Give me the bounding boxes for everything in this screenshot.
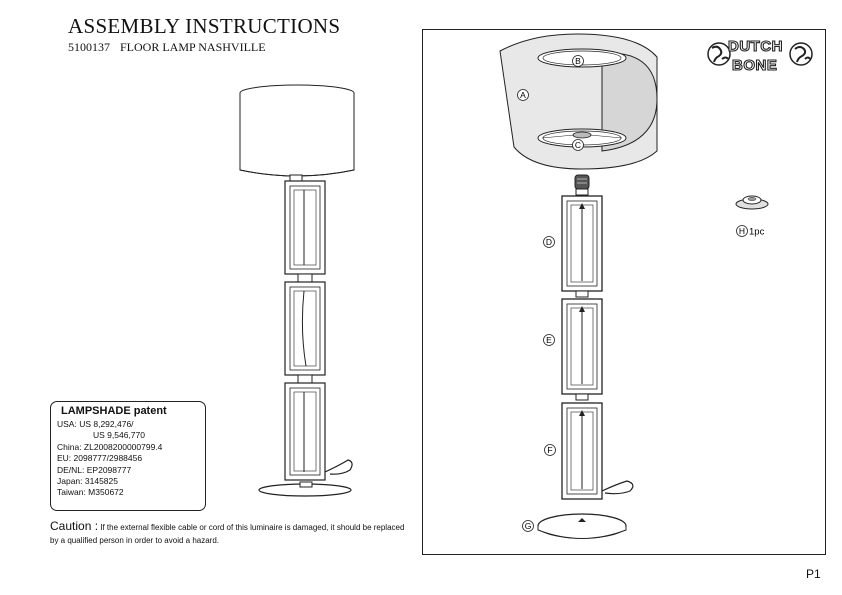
product-code: 5100137 — [68, 40, 110, 54]
frame-part-e — [561, 298, 603, 401]
lampshade-part — [499, 33, 658, 170]
svg-text:E: E — [546, 335, 552, 345]
brand-logo: DUTCH BONE — [707, 37, 813, 75]
product-name: FLOOR LAMP NASHVILLE — [120, 40, 266, 54]
part-label-a: A — [517, 89, 529, 101]
patent-line: USA: US 8,292,476/ — [57, 419, 134, 429]
caution-text: If the external flexible cable or cord o… — [50, 523, 405, 545]
page-number: P1 — [806, 567, 821, 581]
svg-text:B: B — [575, 56, 581, 66]
part-label-h: H 1pc — [736, 225, 765, 238]
patent-box: LAMPSHADE patent USA: US 8,292,476/ US 9… — [50, 401, 206, 511]
assembly-panel — [422, 29, 826, 555]
patent-line: US 9,546,770 — [93, 430, 145, 441]
page-title: ASSEMBLY INSTRUCTIONS — [68, 14, 341, 38]
part-label-c: C — [572, 139, 584, 151]
patent-heading: LAMPSHADE patent — [61, 405, 167, 417]
svg-text:G: G — [525, 521, 532, 531]
svg-text:F: F — [547, 445, 552, 455]
product-line: 5100137 FLOOR LAMP NASHVILLE — [68, 40, 276, 55]
caution-notice: Caution : If the external flexible cable… — [50, 520, 410, 547]
part-label-g: G — [522, 520, 534, 532]
part-h-quantity: 1pc — [749, 227, 765, 238]
part-label-b: B — [572, 55, 584, 67]
patent-line: EU: 2098777/2988456 — [57, 453, 143, 464]
caution-label: Caution : — [50, 519, 99, 533]
part-label-f: F — [544, 444, 556, 456]
assembled-lamp-illustration — [239, 84, 355, 497]
base-part — [537, 513, 627, 539]
part-label-e: E — [543, 334, 555, 346]
part-label-d: D — [543, 236, 555, 248]
lamp-holder-part — [574, 174, 590, 196]
svg-text:H: H — [739, 226, 745, 236]
svg-text:C: C — [575, 140, 581, 150]
frame-part-d — [561, 195, 603, 298]
globe-icon — [707, 42, 731, 66]
patent-line: Taiwan: M350672 — [57, 487, 124, 498]
exploded-view-illustration: A B C D E F G H 1pc DUTCH — [499, 33, 813, 539]
small-ring-part-h — [735, 195, 769, 210]
patent-line: Japan: 3145825 — [57, 476, 118, 487]
brand-line2: BONE — [732, 57, 777, 74]
patent-line: China: ZL2008200000799.4 — [57, 441, 163, 452]
frame-part-f — [561, 402, 634, 500]
svg-text:D: D — [546, 237, 552, 247]
patent-line: DE/NL: EP2098777 — [57, 464, 132, 475]
svg-text:A: A — [520, 90, 526, 100]
brand-line1: DUTCH — [728, 38, 783, 55]
globe-icon — [789, 42, 813, 66]
